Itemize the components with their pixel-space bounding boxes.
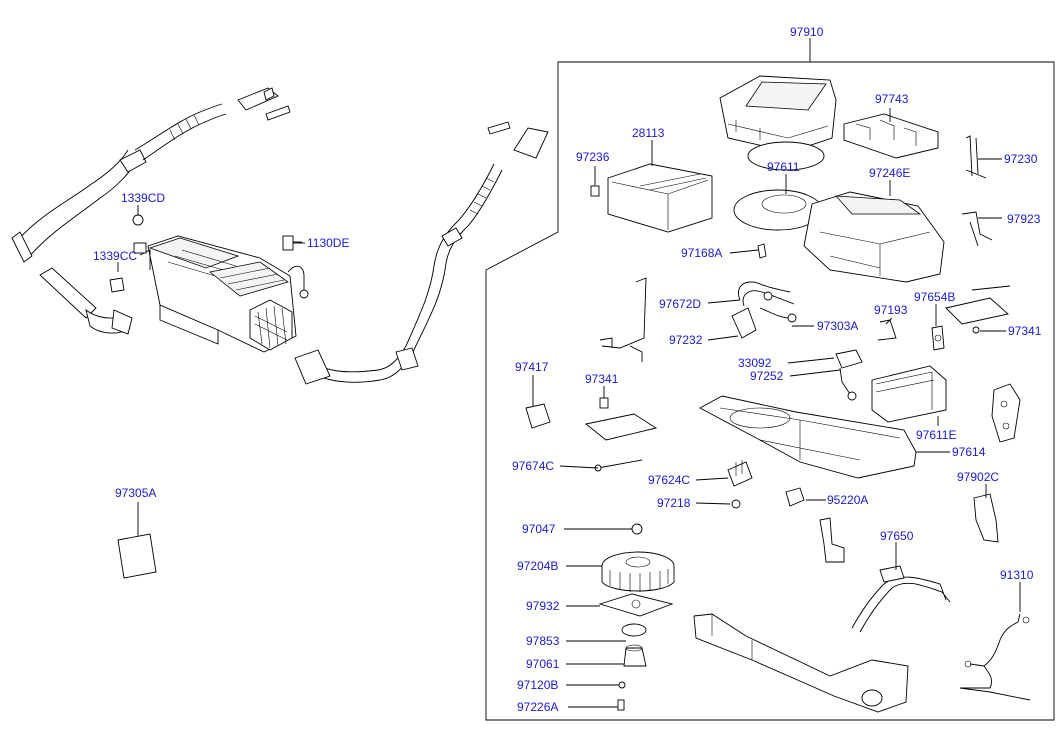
label-1339cd: 1339CD <box>121 191 165 205</box>
label-97417: 97417 <box>515 360 549 374</box>
label-97611e: 97611E <box>916 428 956 442</box>
label-97341-right: 97341 <box>1008 324 1042 338</box>
label-97743: 97743 <box>875 92 909 106</box>
label-97246e: 97246E <box>869 166 910 180</box>
label-97303a: 97303A <box>817 319 858 333</box>
label-97923: 97923 <box>1007 212 1041 226</box>
assembly-boundary-box <box>485 61 1055 721</box>
label-97611: 97611 <box>767 160 800 174</box>
label-97932: 97932 <box>526 599 560 613</box>
label-97168a: 97168A <box>681 246 722 260</box>
label-97674c: 97674C <box>512 459 554 473</box>
label-1130de: 1130DE <box>307 236 349 250</box>
label-97226a: 97226A <box>517 700 558 714</box>
label-97120b: 97120B <box>517 678 558 692</box>
label-97047: 97047 <box>522 522 556 536</box>
label-91310: 91310 <box>1000 568 1034 582</box>
label-97230: 97230 <box>1004 152 1038 166</box>
label-97853: 97853 <box>526 634 560 648</box>
label-97614: 97614 <box>952 445 986 459</box>
label-95220a: 95220A <box>827 493 868 507</box>
left-duct-assembly <box>11 87 549 385</box>
label-97232: 97232 <box>669 333 703 347</box>
label-97902c: 97902C <box>957 470 999 484</box>
label-97218: 97218 <box>657 496 691 510</box>
label-97624c: 97624C <box>648 473 690 487</box>
label-97305a: 97305A <box>115 486 156 500</box>
label-33092: 33092 <box>738 356 772 370</box>
label-1339cc: 1339CC <box>93 249 137 263</box>
label-97672d: 97672D <box>659 297 701 311</box>
label-97341-left: 97341 <box>585 372 619 386</box>
label-97252: 97252 <box>750 369 784 383</box>
leader-lines <box>117 38 1021 708</box>
label-97236: 97236 <box>576 150 610 164</box>
label-97910: 97910 <box>790 25 824 39</box>
part-97305a-sheet <box>117 533 157 579</box>
part-labels: 97910 1339CD 1339CC 1130DE 97305A 28113 … <box>93 25 1042 714</box>
label-97061: 97061 <box>526 657 560 671</box>
label-97204b: 97204B <box>517 559 558 573</box>
label-97650: 97650 <box>880 529 914 543</box>
label-97193: 97193 <box>874 303 908 317</box>
label-28113: 28113 <box>632 126 665 140</box>
right-assembly-parts <box>525 75 1031 713</box>
label-97654b: 97654B <box>914 290 955 304</box>
